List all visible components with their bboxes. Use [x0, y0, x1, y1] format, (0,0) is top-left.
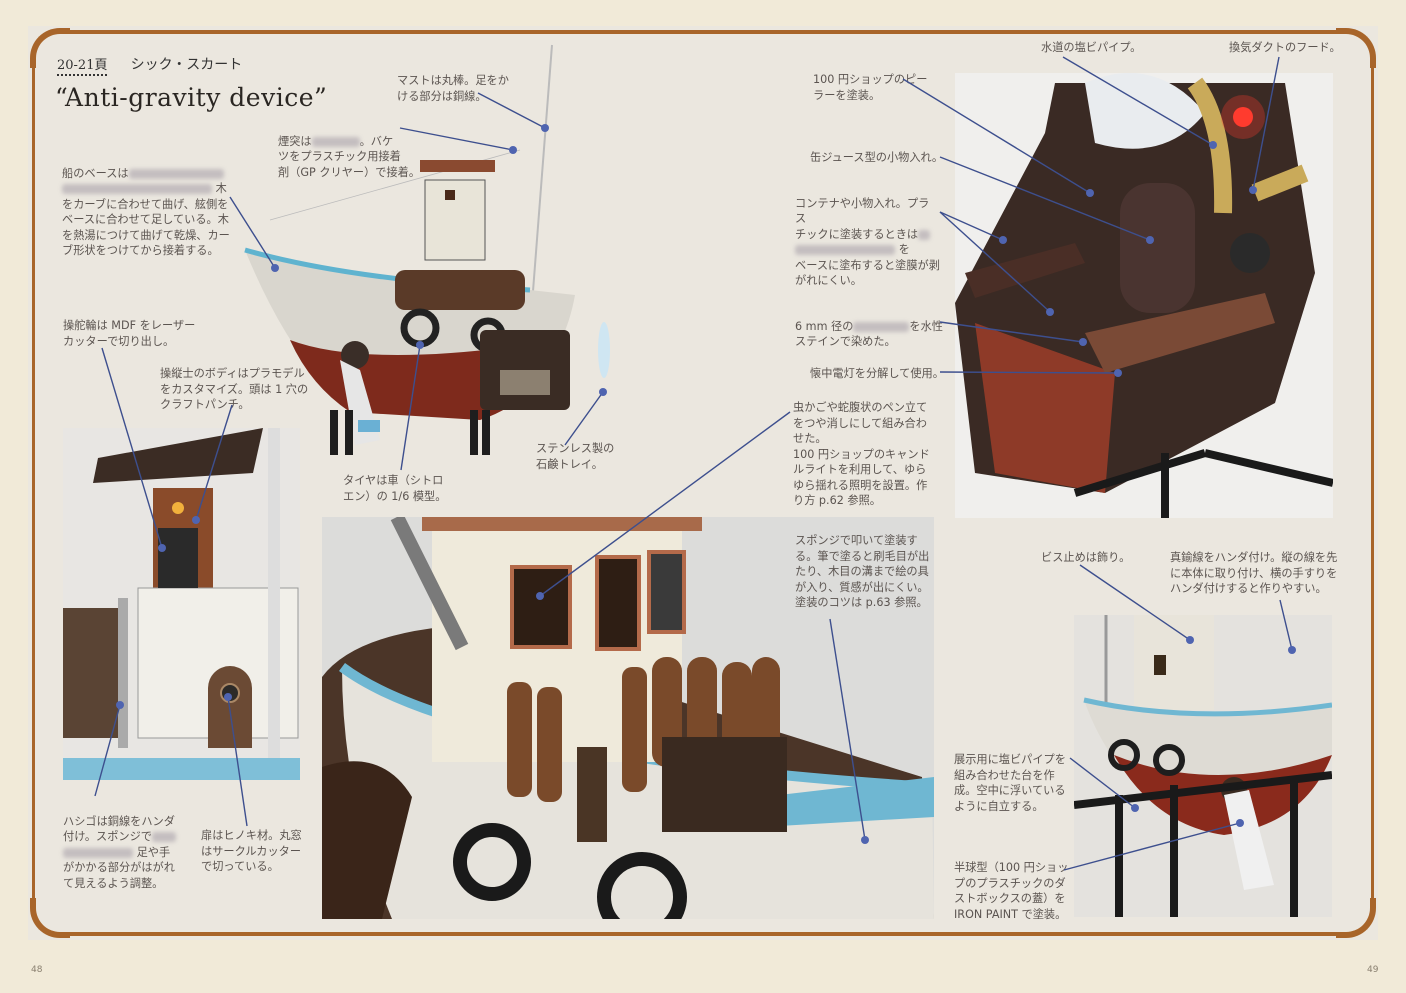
page-reference: 20-21頁: [57, 58, 108, 76]
photo-stand-view: [1074, 615, 1332, 917]
note-peeler: 100 円ショップのピー ラーを塗装。: [813, 73, 928, 102]
note-ship-base: 船のベースは 木をカーブに合わせて曲げ、舷側を ベースに合わせて足している。木 …: [62, 166, 230, 257]
photo-cabin-closeup: [63, 428, 300, 780]
page-title: “Anti-gravity device”: [55, 83, 328, 112]
note-sponge: スポンジで叩いて塗装す る。筆で塗ると刷毛目が出 たり、木目の溝まで絵の具 が入…: [795, 534, 930, 609]
note-soap-tray: ステンレス製の 石鹸トレイ。: [536, 442, 615, 471]
note-funnel: 煙突は。バケツをプラスチック用接着 剤（GP クリヤー）で接着。: [278, 134, 421, 179]
note-mast: マストは丸棒。足をか ける部分は銅線。: [397, 74, 509, 103]
photo-rear-engine: [955, 73, 1333, 518]
note-container: コンテナや小物入れ。プラスチックに塗装するときは をベースに塗布すると塗膜が剥 …: [795, 196, 940, 287]
note-flashlight: 懐中電灯を分解して使用。: [810, 367, 944, 380]
section-name: シック・スカート: [130, 57, 243, 73]
note-rope: 6 mm 径のを水性ステインで染めた。: [795, 319, 943, 349]
page-number-right: 49: [1367, 965, 1379, 975]
note-pilot: 操縦士のボディはプラモデル をカスタマイズ。頭は 1 穴の クラフトパンチ。: [160, 367, 309, 411]
note-can-case: 缶ジュース型の小物入れ。: [810, 151, 944, 164]
note-screws: ビス止めは飾り。: [1041, 551, 1131, 564]
note-brass-wire: 真鍮線をハンダ付け。縦の線を先 に本体に取り付け、横の手すりを ハンダ付けすると…: [1170, 551, 1338, 595]
note-hemisphere: 半球型（100 円ショッ プのプラスチックのダ ストボックスの蓋）を IRON …: [954, 861, 1069, 921]
note-steering-wheel: 操舵輪は MDF をレーザー カッターで切り出し。: [63, 319, 196, 348]
page-number-left: 48: [31, 965, 43, 975]
note-pen-stand: 虫かごや蛇腹状のペン立て をつや消しにして組み合わ せた。 100 円ショップの…: [793, 401, 930, 507]
note-door: 扉はヒノキ材。丸窓 はサークルカッター で切っている。: [201, 829, 302, 873]
section-heading: 20-21頁 シック・スカート: [57, 54, 243, 76]
photo-ship-side-view: [230, 40, 620, 460]
note-ladder: ハシゴは銅線をハンダ 付け。スポンジで 足や手がかかる部分がはがれ て見えるよう…: [63, 814, 176, 890]
note-pvc-pipe: 水道の塩ビパイプ。: [1041, 41, 1142, 54]
note-duct-hood: 換気ダクトのフード。: [1229, 41, 1341, 54]
note-stand: 展示用に塩ビパイプを 組み合わせた台を作 成。空中に浮いている ように自立する。: [954, 753, 1066, 813]
note-tire: タイヤは車（シトロ エン）の 1/6 模型。: [343, 474, 447, 503]
